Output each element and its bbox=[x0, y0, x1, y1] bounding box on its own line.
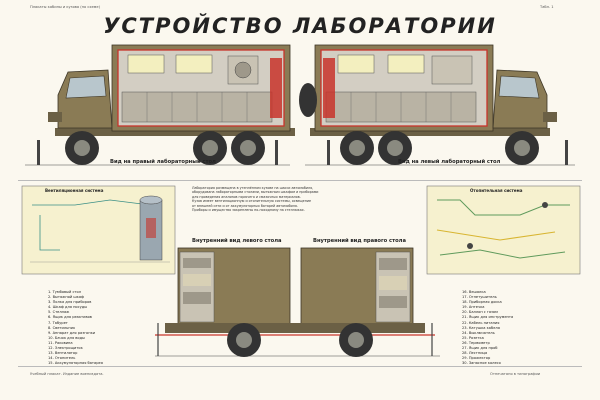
center-note-line: Лаборатория размещена в утеплённом кузов… bbox=[192, 186, 314, 190]
legend-item: 15. Аккумуляторная батарея bbox=[48, 361, 103, 366]
legend-item: 18. Приборная доска bbox=[462, 300, 502, 305]
legend-item: 5. Стеллаж bbox=[48, 310, 70, 315]
legend-item: 29. Прожектор bbox=[462, 356, 491, 361]
center-note-line: оборудована лабораторными столами, вытяж… bbox=[192, 190, 319, 195]
legend-item: 24. Выключатель bbox=[462, 330, 495, 335]
legend-item: 16. Вешалка bbox=[462, 290, 486, 294]
heat-scheme bbox=[426, 185, 581, 275]
center-note-line: для проведения анализов горючего и смазо… bbox=[192, 194, 301, 199]
legend-item: 30. Запасное колесо bbox=[462, 361, 501, 366]
legend-item: 19. Аптечка bbox=[462, 305, 485, 310]
legend-item: 3. Полка для приборов bbox=[48, 300, 92, 305]
truck-left bbox=[25, 44, 295, 166]
legend-item: 20. Баллон с газом bbox=[462, 310, 498, 315]
footer-right: Отпечатано в типографии bbox=[490, 372, 541, 376]
legend-item: 4. Шкаф для посуды bbox=[48, 305, 88, 310]
caption-view-left: Вид на левый лабораторный стол bbox=[398, 159, 501, 165]
legend-item: 11. Раковина bbox=[48, 340, 73, 345]
vent-scheme bbox=[21, 185, 176, 275]
caption-rear-left: Внутренний вид левого стола bbox=[192, 238, 282, 244]
caption-rear-right: Внутренний вид правого стола bbox=[313, 238, 406, 244]
legend-item: 17. Огнетушитель bbox=[462, 295, 497, 300]
legend-item: 28. Лестница bbox=[462, 351, 488, 356]
center-note-line: от внешней сети и от аккумуляторных бата… bbox=[192, 203, 298, 208]
legend-item: 9. Аппарат для разгонки bbox=[48, 330, 96, 335]
legend-item: 2. Вытяжной шкаф bbox=[48, 295, 85, 300]
legend-item: 10. Бачок для воды bbox=[48, 335, 85, 340]
legend-item: 12. Электрощиток bbox=[48, 346, 83, 351]
legend-item: 25. Розетка bbox=[462, 335, 484, 340]
footer-left: Учебный плакат. Издание воениздата. bbox=[30, 372, 104, 376]
center-description: Лаборатория размещена в утеплённом кузов… bbox=[192, 186, 412, 212]
center-note-line: Кузов имеет вентиляционную и отопительну… bbox=[192, 199, 312, 204]
legend-item: 26. Термометр bbox=[462, 340, 490, 345]
legend-item: 21. Ящик для инструмента bbox=[462, 315, 514, 320]
header-right-note: Табл. 1 bbox=[540, 5, 554, 9]
center-note-line: Приборы и имущество закреплены по-походн… bbox=[192, 208, 305, 213]
truck-right bbox=[299, 44, 575, 166]
legend-item: 23. Катушка кабеля bbox=[462, 325, 500, 330]
legend-item: 14. Отопитель bbox=[48, 356, 76, 361]
legend-item: 13. Вентилятор bbox=[48, 351, 78, 356]
legend-left: 1. Тумбовый стол 2. Вытяжной шкаф 3. Пол… bbox=[48, 290, 103, 366]
legend-item: 27. Ящик для проб bbox=[462, 346, 498, 351]
caption-vent-scheme: Вентиляционная система bbox=[45, 188, 104, 193]
legend-right: 16. Вешалка 17. Огнетушитель 18. Приборн… bbox=[462, 290, 513, 366]
legend-item: 7. Табурет bbox=[48, 320, 68, 325]
caption-heat-scheme: Отопительная система bbox=[470, 188, 523, 193]
poster-title: УСТРОЙСТВО ЛАБОРАТОРИИ bbox=[103, 14, 497, 38]
legend-item: 6. Ящик для реактивов bbox=[48, 315, 92, 320]
legend-item: 22. Кабель питания bbox=[462, 320, 500, 325]
legend-item: 1. Тумбовый стол bbox=[48, 290, 82, 294]
header-left-note: Плакаты кабины и кузова (по схеме) bbox=[30, 5, 100, 9]
trailer-rear bbox=[155, 247, 440, 357]
legend-item: 8. Светильник bbox=[48, 325, 76, 330]
caption-view-right: Вид на правый лабораторный стол bbox=[110, 159, 216, 165]
